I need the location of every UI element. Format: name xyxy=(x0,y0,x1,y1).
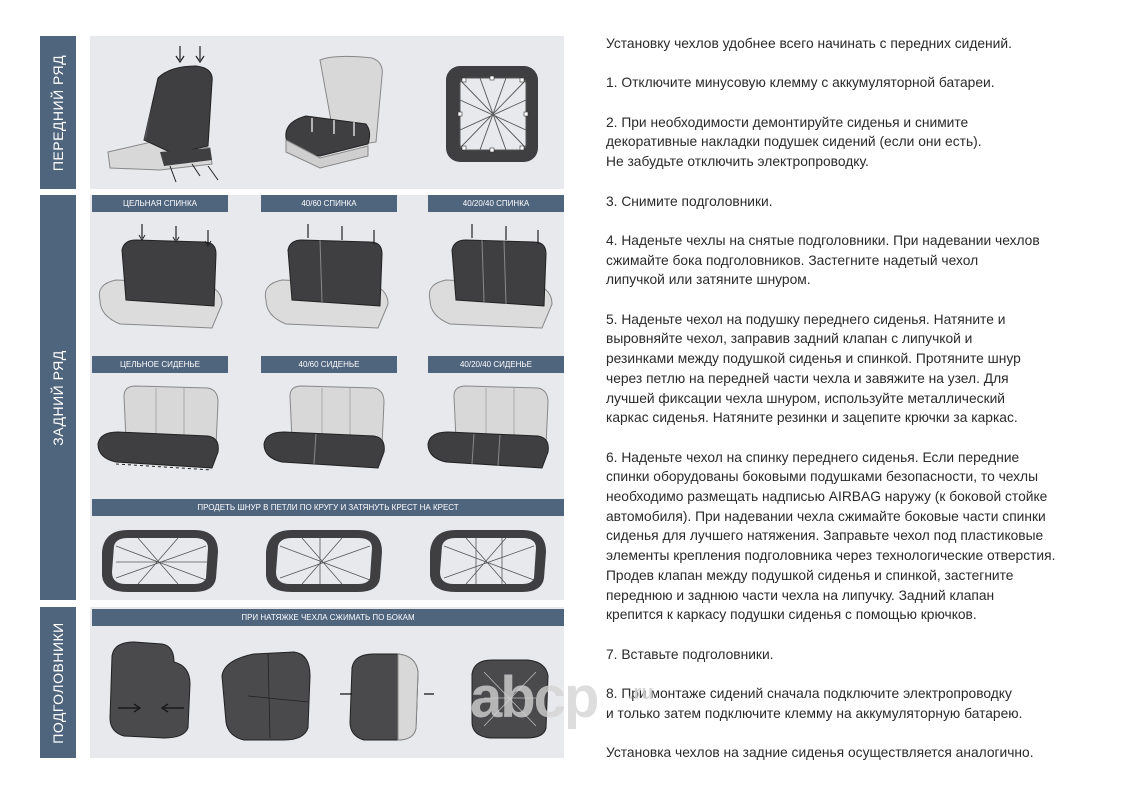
caption-solid-back: ЦЕЛЬНАЯ СПИНКА xyxy=(92,195,228,212)
step-2: 2. При необходимости демонтируйте сидень… xyxy=(606,113,1106,172)
step-3: 3. Снимите подголовники. xyxy=(606,192,1106,212)
step-line: необходимо размещать надписью AIRBAG нар… xyxy=(606,489,1048,505)
step-line: переднюю и заднюю части чехла на липучку… xyxy=(606,587,995,603)
caption-seat-40-60: 40/60 СИДЕНЬЕ xyxy=(261,356,397,373)
rear-row-label: ЗАДНИЙ РЯД xyxy=(40,195,76,600)
step-line: 4. Наденьте чехлы на снятые подголовники… xyxy=(606,232,1040,248)
step-line: декоративные накладки подушек сидений (е… xyxy=(606,134,982,150)
rear-back-solid-illustration xyxy=(98,224,223,329)
headrest-illustration-3 xyxy=(340,653,434,741)
headrests-label: ПОДГОЛОВНИКИ xyxy=(40,607,76,758)
step-7: 7. Вставьте подголовники. xyxy=(606,645,1106,665)
step-line: 5. Наденьте чехол на подушку переднего с… xyxy=(606,311,1006,327)
steps-list: 1. Отключите минусовую клемму с аккумуля… xyxy=(606,73,1106,723)
caption-seat-40-20-40: 40/20/40 СИДЕНЬЕ xyxy=(428,356,564,373)
step-4: 4. Наденьте чехлы на снятые подголовники… xyxy=(606,231,1106,290)
step-line: 2. При необходимости демонтируйте сидень… xyxy=(606,114,969,130)
step-8: 8. При монтаже сидений сначала подключит… xyxy=(606,684,1106,723)
rear-back-40-60-illustration xyxy=(264,224,389,329)
step-line: 8. При монтаже сидений сначала подключит… xyxy=(606,686,1012,702)
step-line: 1. Отключите минусовую клемму с аккумуля… xyxy=(606,75,995,91)
cord-lacing-illustration-3 xyxy=(430,530,546,592)
caption-cord: ПРОДЕТЬ ШНУР В ПЕТЛИ ПО КРУГУ И ЗАТЯНУТЬ… xyxy=(92,499,564,516)
front-seat-back-illustration xyxy=(107,46,219,183)
step-line: автомобиля). При надевании чехла сжимайт… xyxy=(606,508,1046,524)
step-line: сиденья для лучшего натяжения. Заправьте… xyxy=(606,528,1044,544)
intro-text: Установку чехлов удобнее всего начинать … xyxy=(606,36,1012,51)
step-line: липучкой или затяните шнуром. xyxy=(606,272,811,288)
step-line: Не забудьте отключить электропроводку. xyxy=(606,154,869,170)
step-line: 6. Наденьте чехол на спинку переднего си… xyxy=(606,449,1020,465)
cord-lacing-illustration-1 xyxy=(102,530,218,592)
headrest-illustration-1 xyxy=(109,641,191,739)
step-6: 6. Наденьте чехол на спинку переднего си… xyxy=(606,448,1106,625)
front-row-label: ПЕРЕДНИЙ РЯД xyxy=(40,36,76,189)
caption-back-40-20-40: 40/20/40 СПИНКА xyxy=(428,195,564,212)
step-line: выровняйте чехол, заправив задний клапан… xyxy=(606,331,973,347)
step-line: через петлю на передней части чехла и за… xyxy=(606,370,1009,386)
step-line: 3. Снимите подголовники. xyxy=(606,193,773,209)
step-1: 1. Отключите минусовую клемму с аккумуля… xyxy=(606,73,1106,93)
front-seat-frame-illustration xyxy=(446,66,538,162)
step-line: элементы крепления подголовника через те… xyxy=(606,548,1056,564)
rear-seat-solid-illustration xyxy=(97,385,219,471)
front-seat-cushion-illustration xyxy=(285,55,383,169)
caption-headrest-tip: ПРИ НАТЯЖКЕ ЧЕХЛА СЖИМАТЬ ПО БОКАМ xyxy=(92,609,564,626)
rear-back-40-20-40-illustration xyxy=(428,224,553,329)
step-line: и только затем подключите клемму на акку… xyxy=(606,705,1023,721)
instructions: Установку чехлов удобнее всего начинать … xyxy=(606,34,1106,783)
step-line: Продев клапан между подушкой сиденья и с… xyxy=(606,567,1014,583)
caption-back-40-60: 40/60 СПИНКА xyxy=(261,195,397,212)
step-line: крепится к каркасу подушки сиденья с пом… xyxy=(606,607,977,623)
outro-text: Установка чехлов на задние сиденья осуще… xyxy=(606,745,1034,761)
rear-seat-40-20-40-illustration xyxy=(427,385,549,469)
rear-seat-40-60-illustration xyxy=(263,385,385,469)
step-line: лучшей фиксации чехла шнуром, используйт… xyxy=(606,390,1006,406)
step-line: сжимайте бока подголовников. Застегните … xyxy=(606,252,979,268)
step-line: резинками между подушкой сиденья и спинк… xyxy=(606,351,1021,367)
step-line: каркас сиденья. Натяните резинки и зацеп… xyxy=(606,410,1018,426)
step-line: 7. Вставьте подголовники. xyxy=(606,646,774,662)
headrest-illustration-4 xyxy=(471,659,549,739)
abcp-watermark-logo: abcp .ru xyxy=(470,665,654,730)
headrest-illustration-2 xyxy=(221,651,311,741)
step-5: 5. Наденьте чехол на подушку переднего с… xyxy=(606,310,1106,428)
caption-solid-seat: ЦЕЛЬНОЕ СИДЕНЬЕ xyxy=(92,356,228,373)
cord-lacing-illustration-2 xyxy=(266,530,382,592)
step-line: спинки оборудованы боковыми подушками бе… xyxy=(606,469,1039,485)
